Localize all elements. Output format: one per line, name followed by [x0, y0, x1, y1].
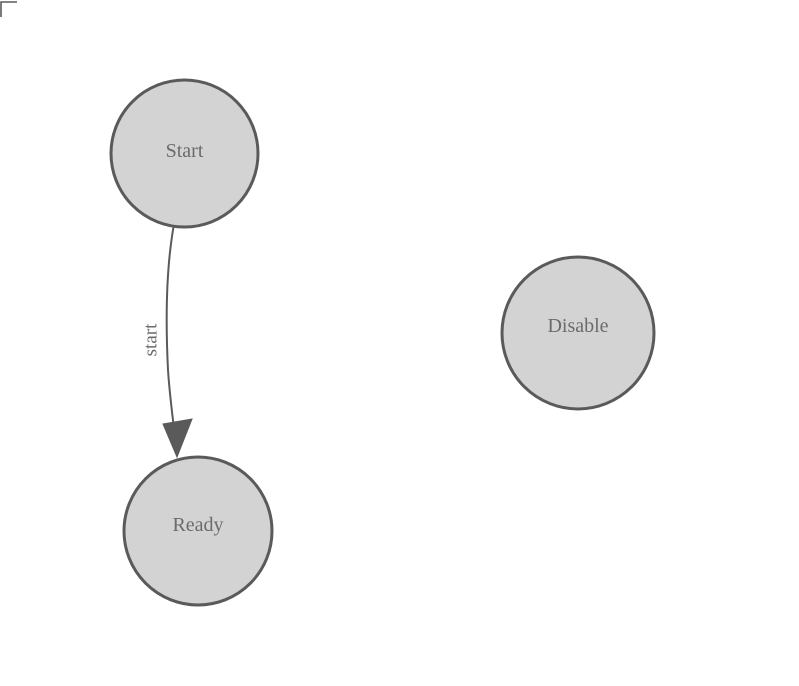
- arrowhead-icon: [162, 418, 193, 459]
- edge-start-to-ready[interactable]: start: [141, 226, 193, 459]
- node-disable-label: Disable: [547, 315, 608, 337]
- node-start[interactable]: Start: [109, 78, 260, 229]
- node-start-label: Start: [166, 140, 204, 162]
- node-ready[interactable]: Ready: [122, 455, 274, 607]
- node-start-shape[interactable]: [109, 78, 260, 229]
- node-ready-label: Ready: [172, 514, 223, 536]
- edge-path: [165, 226, 178, 449]
- node-disable[interactable]: Disable: [500, 255, 656, 411]
- edge-label-start: start: [141, 323, 162, 356]
- corner-bracket-mark: [0, 1, 17, 17]
- node-disable-shape[interactable]: [500, 255, 656, 411]
- node-ready-shape[interactable]: [122, 455, 274, 607]
